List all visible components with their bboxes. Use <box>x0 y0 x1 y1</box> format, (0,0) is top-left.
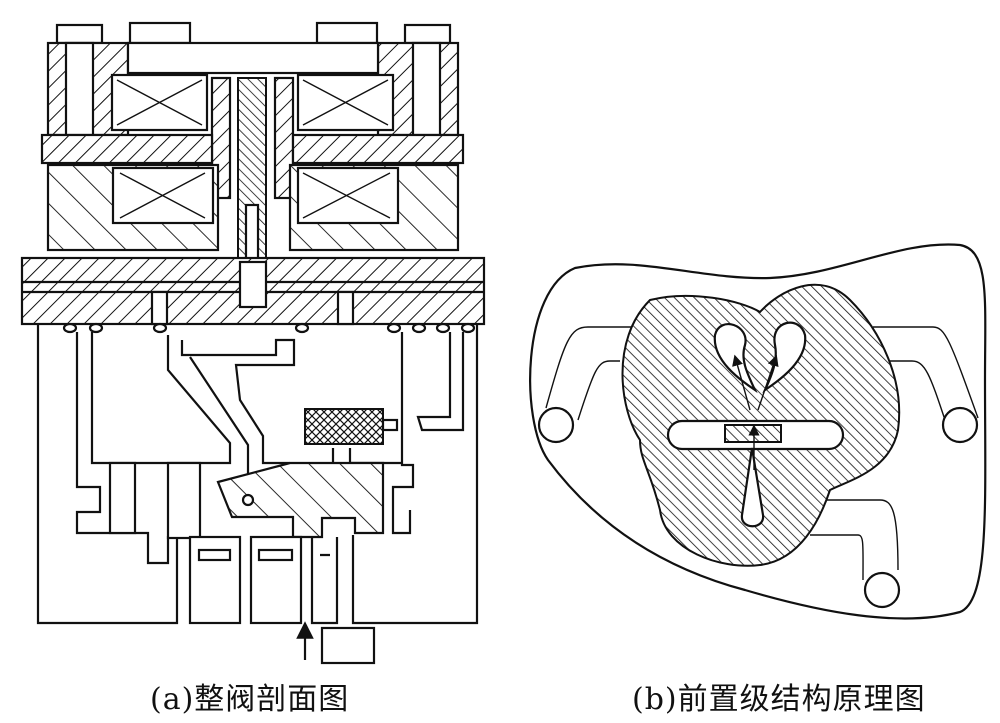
return-box <box>320 626 376 665</box>
port-circle-left <box>537 406 575 444</box>
jet-arrow-left <box>732 354 751 411</box>
feedback-pin <box>244 203 260 262</box>
feedback-ball <box>241 493 255 507</box>
outer-body-outline <box>529 243 987 620</box>
spool-block <box>216 461 385 539</box>
right-port-tube <box>870 326 979 421</box>
bottom-port-tube <box>810 499 899 581</box>
manifold-port <box>336 290 355 326</box>
top-cover <box>126 41 380 75</box>
bolt-slot <box>64 41 95 137</box>
top-bolt-cap <box>128 21 192 45</box>
receiver-hole-right <box>762 321 807 394</box>
right-outer-wall <box>351 324 479 625</box>
jet-arrow-right <box>757 354 779 411</box>
filter-tab <box>381 418 399 432</box>
supply-port <box>310 537 339 625</box>
supply-hole <box>740 447 765 528</box>
left-port-tube <box>545 326 636 421</box>
inner-channel <box>90 332 232 465</box>
deflector-plate <box>724 424 782 443</box>
spool-land <box>108 461 137 535</box>
port-slot <box>197 548 232 562</box>
jet-nozzle <box>238 260 268 309</box>
middle-plate-right <box>291 133 465 165</box>
caption-panel-b: (b)前置级结构原理图 <box>632 682 926 717</box>
spool-land <box>166 461 202 540</box>
jet-channel <box>180 338 296 465</box>
o-rings <box>62 322 476 334</box>
filter-element <box>304 408 384 445</box>
middle-plate-left <box>40 133 214 165</box>
port-circle-bottom <box>863 571 901 609</box>
top-bolt-cap <box>403 23 452 45</box>
bolt-slot <box>411 41 442 137</box>
right-channel <box>391 332 415 535</box>
right-return <box>416 332 465 432</box>
port-circle-right <box>941 406 979 444</box>
port-slot <box>257 548 294 562</box>
top-bolt-cap <box>55 23 104 45</box>
pilot-stage-diagram <box>529 243 987 620</box>
caption-panel-a: (a)整阀剖面图 <box>150 682 350 717</box>
manifold-port <box>150 290 169 326</box>
left-outer-wall <box>36 324 179 625</box>
valve-section-diagram <box>20 21 486 665</box>
left-channel <box>75 332 170 565</box>
top-bolt-cap <box>315 21 379 45</box>
